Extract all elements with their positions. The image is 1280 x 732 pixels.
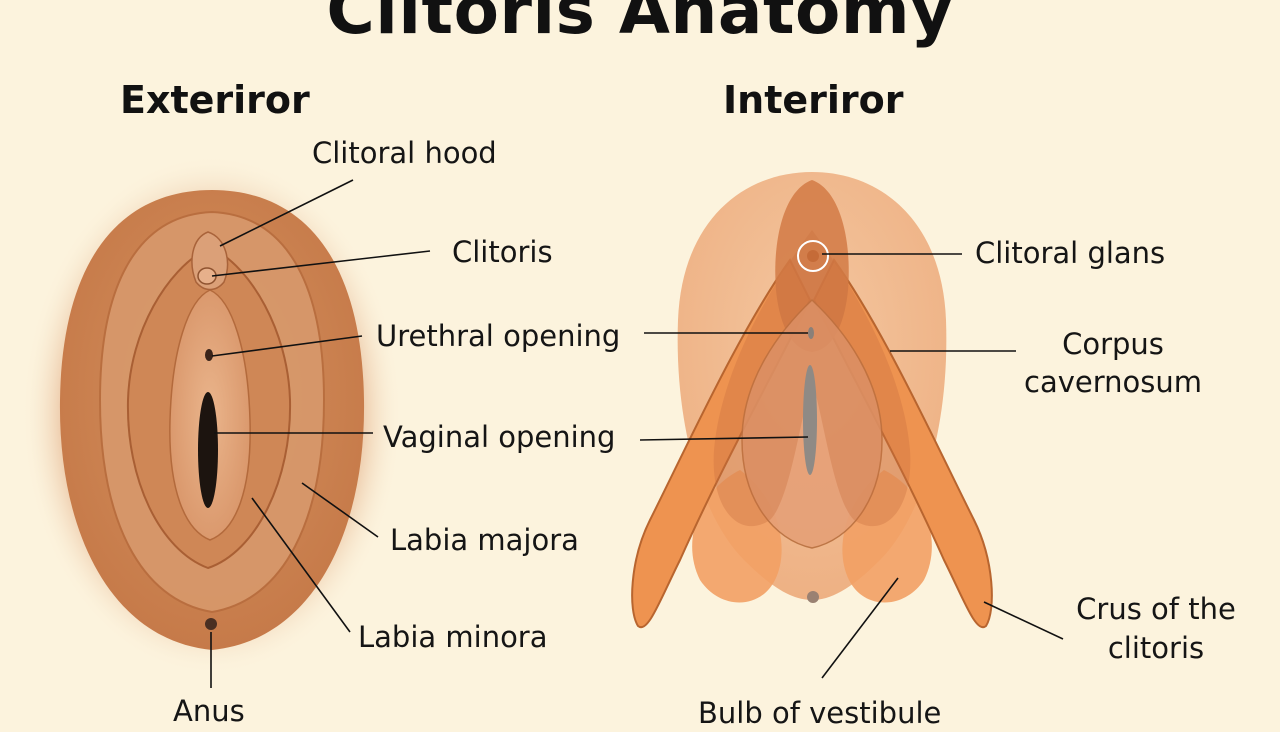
interior-anus-shape [807, 591, 819, 603]
label-bulb-of-vestibule: Bulb of vestibule [698, 696, 942, 730]
label-corpus-cavernosum-line2: cavernosum [1024, 365, 1202, 399]
label-clitoral-hood: Clitoral hood [312, 136, 497, 170]
interior-vaginal-opening-shape [803, 365, 817, 475]
label-labia-minora: Labia minora [358, 620, 548, 654]
urethral-opening-shape [205, 349, 213, 361]
leader-lines [210, 179, 1064, 688]
vaginal-opening-shape [198, 392, 218, 508]
label-vaginal-opening: Vaginal opening [383, 420, 616, 454]
exterior-heading: Exteriror [120, 78, 310, 122]
leader-line-labia-majora [301, 482, 379, 538]
label-urethral-opening: Urethral opening [376, 319, 621, 353]
label-clitoris: Clitoris [452, 235, 553, 269]
label-anus: Anus [173, 694, 245, 728]
exterior-vulva-illustration [22, 155, 402, 675]
leader-line-crus [983, 601, 1064, 640]
interior-urethral-opening-shape [808, 327, 814, 339]
label-crus-line2: clitoris [1107, 631, 1205, 665]
page-title: Clitoris Anatomy [326, 0, 954, 49]
label-clitoral-glans: Clitoral glans [975, 236, 1166, 270]
leader-line-urethral-opening [211, 335, 363, 357]
leader-line-labia-minora [251, 497, 351, 633]
interior-illustration [631, 172, 993, 629]
leader-line-vaginal-interior [639, 436, 809, 441]
label-labia-majora: Labia majora [390, 523, 579, 557]
label-corpus-cavernosum-line1: Corpus [1062, 327, 1164, 361]
leader-line-clitoral-hood [219, 179, 354, 247]
clitoral-glans-shape [807, 250, 819, 262]
leader-line-clitoris [211, 250, 431, 277]
leader-line-bulb [821, 577, 899, 679]
label-crus-line1: Crus of the [1076, 592, 1236, 626]
interior-heading: Interiror [723, 78, 904, 122]
corpus-cavernosum-shape [775, 180, 849, 352]
anus-shape [205, 618, 217, 630]
clitoral-glans-highlight-circle [797, 240, 829, 272]
